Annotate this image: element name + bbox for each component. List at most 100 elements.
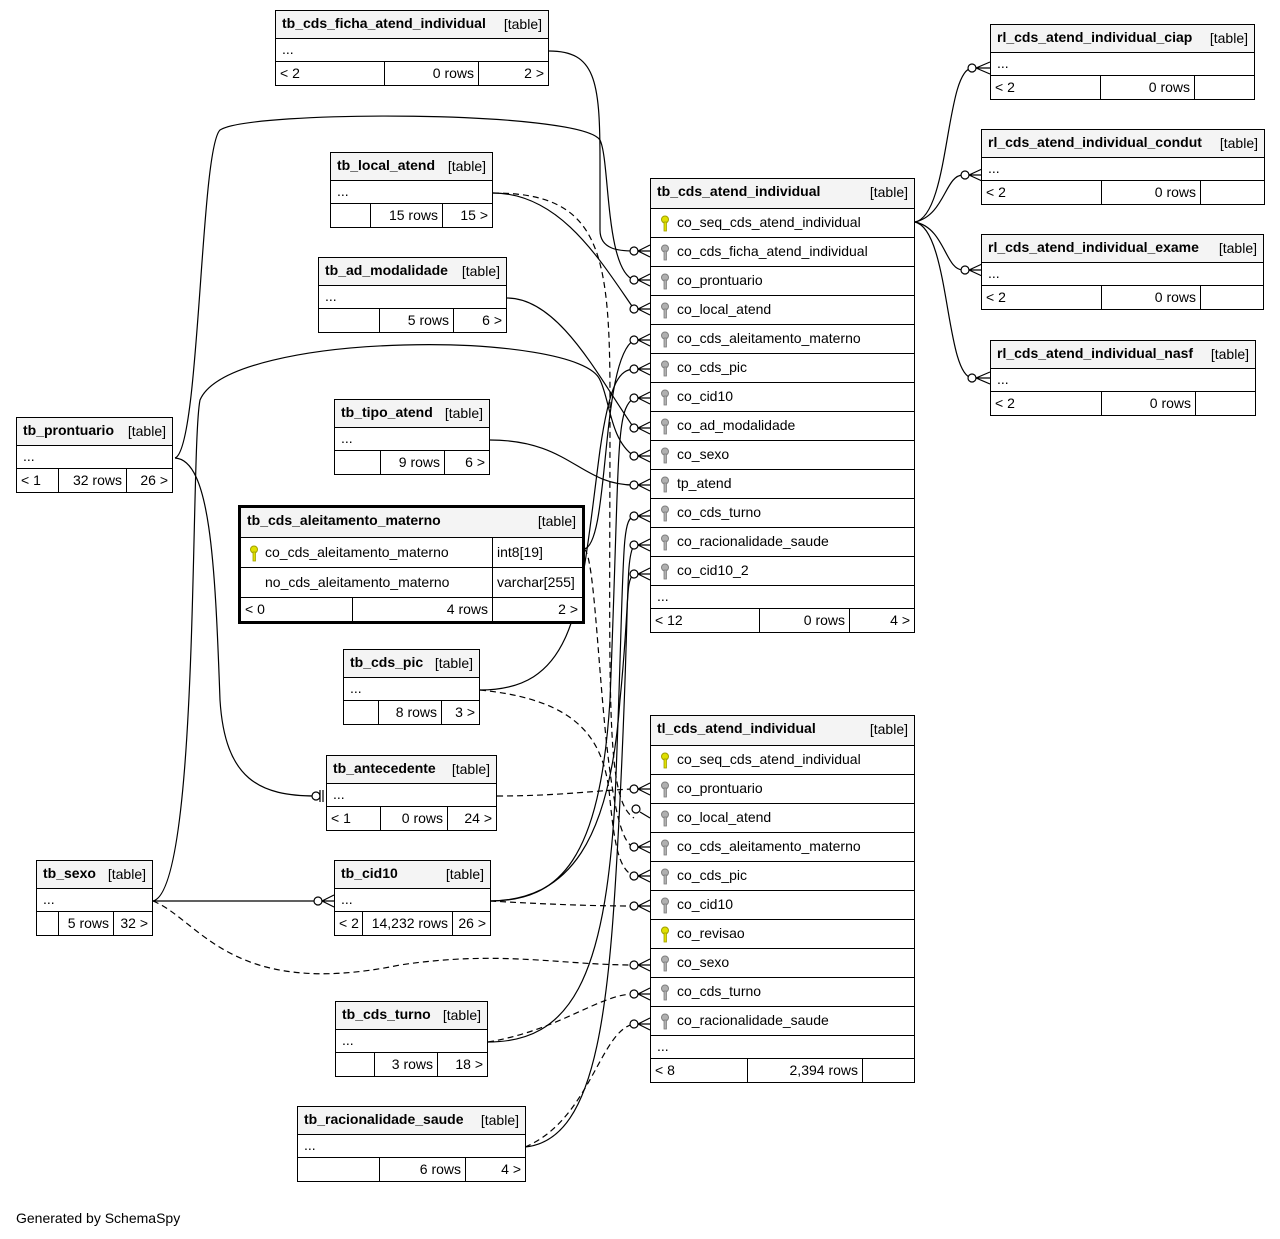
row-count: 14,232 rows [371,915,448,931]
column-row[interactable]: co_cds_aleitamento_materno [651,833,914,862]
table-name[interactable]: tb_local_atend [337,157,436,173]
edge-child-ciap [914,67,973,223]
table-name[interactable]: tb_sexo [43,865,96,881]
column-row[interactable]: co_local_atend [651,804,914,833]
table-name[interactable]: tb_prontuario [23,422,114,438]
column-row[interactable]: co_cds_pic [651,354,914,383]
table-tb-ad-modalidade[interactable]: tb_ad_modalidade[table] ... 5 rows 6 > [318,257,507,333]
table-tb-cds-turno[interactable]: tb_cds_turno[table] ... 3 rows 18 > [335,1001,488,1077]
primary-key-icon [250,545,258,562]
column-row[interactable]: co_prontuario [651,775,914,804]
table-rl-cds-atend-individual-exame[interactable]: rl_cds_atend_individual_exame[table] ...… [981,234,1264,310]
table-kind: [table] [869,721,908,737]
table-name[interactable]: rl_cds_atend_individual_condut [988,134,1202,150]
table-tb-cds-atend-individual[interactable]: tb_cds_atend_individual[table] co_seq_cd… [650,178,915,633]
more-columns: ... [342,1032,354,1048]
gray-key-icon [661,476,669,493]
column-row[interactable]: co_local_atend [651,296,914,325]
column-row[interactable]: co_seq_cds_atend_individual [651,746,914,775]
column-row[interactable]: co_seq_cds_atend_individual [651,209,914,238]
column-type: varchar[255] [497,574,575,590]
table-name[interactable]: tb_antecedente [333,760,436,776]
children-count: 2 > [524,65,544,81]
gray-key-icon [661,839,669,856]
column-row[interactable]: co_sexo [651,441,914,470]
table-tl-cds-atend-individual[interactable]: tl_cds_atend_individual [table] co_seq_cd… [650,715,915,1083]
column-name: co_cds_pic [677,359,748,375]
column-row[interactable]: co_cds_turno [651,978,914,1007]
column-row[interactable]: co_ad_modalidade [651,412,914,441]
column-row[interactable]: co_cds_turno [651,499,914,528]
children-count: 24 > [464,810,492,826]
table-kind: [table] [107,866,146,882]
column-row[interactable]: co_cid10 [651,891,914,920]
children-count: 6 > [465,454,485,470]
table-name[interactable]: rl_cds_atend_individual_nasf [997,345,1194,361]
column-row[interactable]: co_sexo [651,949,914,978]
column-name: co_prontuario [677,272,763,288]
table-name[interactable]: tb_cds_atend_individual [657,183,821,199]
column-row[interactable]: co_cds_aleitamento_materno int8[19] [241,538,582,568]
table-tb-cds-pic[interactable]: tb_cds_pic[table] ... 8 rows 3 > [343,649,480,725]
table-name[interactable]: tb_cid10 [341,865,398,881]
table-rl-cds-atend-individual-condut[interactable]: rl_cds_atend_individual_condut[table] ..… [981,129,1265,205]
column-row[interactable]: co_racionalidade_saude [651,528,914,557]
column-row[interactable]: no_cds_aleitamento_materno varchar[255] [241,568,582,598]
table-name[interactable]: tb_racionalidade_saude [304,1111,464,1127]
table-name[interactable]: rl_cds_atend_individual_ciap [997,29,1193,45]
implied-racionalidade [524,1023,635,1148]
edge-child-exame [914,221,964,271]
row-count: 2,394 rows [789,1062,858,1078]
children-count: 32 > [120,915,148,931]
table-name[interactable]: tl_cds_atend_individual [657,720,816,736]
edge-aleitamento [583,339,635,550]
edge-child-condut [914,174,964,223]
row-count: 3 rows [391,1056,433,1072]
implied-aleitamento [583,548,635,848]
column-name: co_local_atend [677,809,772,825]
table-tb-cid10[interactable]: tb_cid10[table] ... < 2 14,232 rows 26 > [334,860,491,936]
column-row[interactable]: co_racionalidade_saude [651,1007,914,1036]
table-name[interactable]: tb_cds_pic [350,654,424,670]
table-tb-prontuario[interactable]: tb_prontuario[table] ... < 1 32 rows 26 … [16,417,173,493]
yellow-key-icon [661,926,669,943]
table-name[interactable]: tb_ad_modalidade [325,262,448,278]
gray-key-icon [661,389,669,406]
table-tb-local-atend[interactable]: tb_local_atend[table] ... 15 rows 15 > [330,152,493,228]
column-type: int8[19] [497,544,543,560]
gray-key-icon [661,563,669,580]
table-kind: [table] [537,513,576,529]
table-tb-tipo-atend[interactable]: tb_tipo_atend[table] ... 9 rows 6 > [334,399,490,475]
table-rl-cds-atend-individual-ciap[interactable]: rl_cds_atend_individual_ciap[table] ... … [990,24,1255,100]
table-name[interactable]: tb_tipo_atend [341,404,433,420]
column-row[interactable]: co_cds_aleitamento_materno [651,325,914,354]
table-tb-cds-aleitamento-materno[interactable]: tb_cds_aleitamento_materno [table] co_cds… [238,505,585,624]
table-name[interactable]: tb_cds_ficha_atend_individual [282,15,486,31]
table-tb-sexo[interactable]: tb_sexo[table] ... 5 rows 32 > [36,860,153,936]
row-count: 5 rows [67,915,109,931]
table-tb-antecedente[interactable]: tb_antecedente[table] ... < 1 0 rows 24 … [326,755,497,831]
children-count: 15 > [460,207,488,223]
parents-count: < 2 [986,184,1006,200]
table-name[interactable]: tb_cds_turno [342,1006,431,1022]
more-columns: ... [657,588,669,604]
row-count: 0 rows [432,65,474,81]
column-name: co_sexo [677,446,730,462]
table-name[interactable]: tb_cds_aleitamento_materno [247,512,441,528]
table-kind: [table] [447,158,486,174]
table-rl-cds-atend-individual-nasf[interactable]: rl_cds_atend_individual_nasf[table] ... … [990,340,1256,416]
table-tb-racionalidade-saude[interactable]: tb_racionalidade_saude[table] ... 6 rows… [297,1106,526,1182]
column-row[interactable]: co_cid10_2 [651,557,914,586]
column-row[interactable]: co_cds_ficha_atend_individual [651,238,914,267]
column-row[interactable]: co_cds_pic [651,862,914,891]
children-count: 4 > [501,1161,521,1177]
gray-key-icon [661,955,669,972]
column-row[interactable]: co_prontuario [651,267,914,296]
column-row[interactable]: co_revisao [651,920,914,949]
edge-local-atend [492,192,635,310]
table-tb-cds-ficha-atend-individual[interactable]: tb_cds_ficha_atend_individual[table] ...… [275,10,549,86]
column-row[interactable]: tp_atend [651,470,914,499]
column-row[interactable]: co_cid10 [651,383,914,412]
children-count: 2 > [558,601,578,617]
table-name[interactable]: rl_cds_atend_individual_exame [988,239,1199,255]
